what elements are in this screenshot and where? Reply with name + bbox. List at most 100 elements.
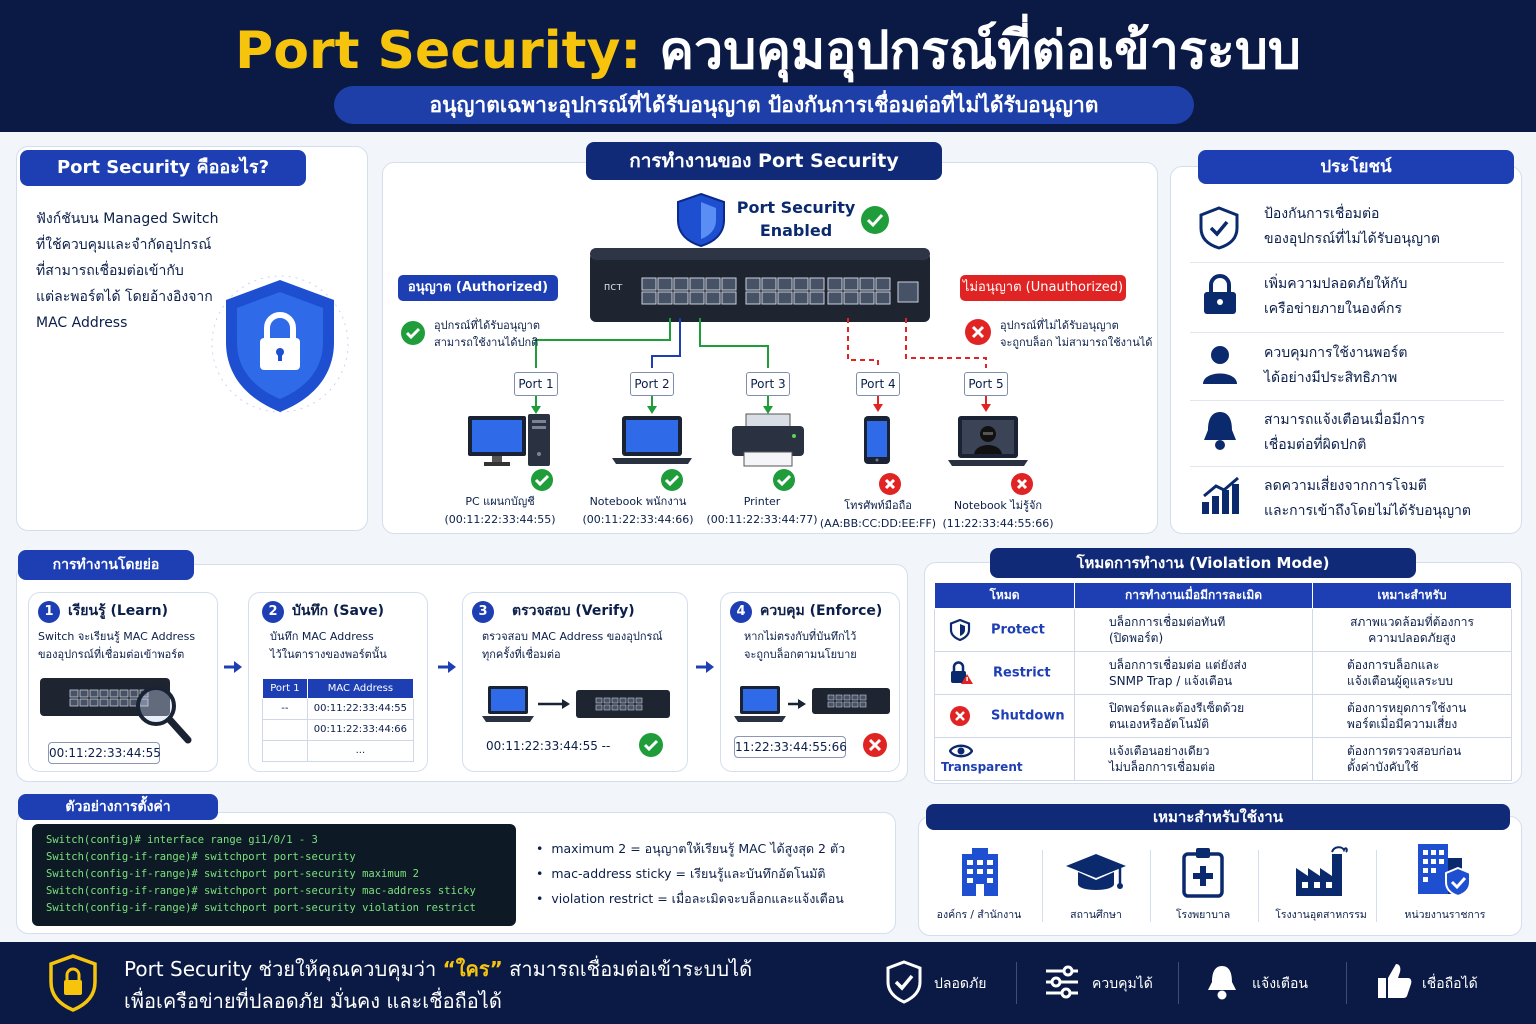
divider xyxy=(1042,850,1043,922)
printer-icon xyxy=(732,413,804,467)
benefit-line: สามารถแจ้งเตือนเมื่อมีการ xyxy=(1264,412,1425,428)
benefit-line: ลดความเสี่ยงจากการโจมตี xyxy=(1264,478,1427,494)
device-mac: (11:22:33:44:55:66) xyxy=(942,517,1054,530)
mode-cell: Restrict xyxy=(934,651,1075,695)
config-terminal: Switch(config)# interface range gi1/0/1 … xyxy=(32,824,516,926)
desc-line: ฟังก์ชันบน Managed Switch xyxy=(36,211,219,227)
unauthorized-description: อุปกรณ์ที่ไม่ได้รับอนุญาต จะถูกบล็อก ไม่… xyxy=(1000,317,1160,351)
step-line: ของอุปกรณ์ที่เชื่อมต่อเข้าพอร์ต xyxy=(38,648,185,661)
port-4-label: Port 4 xyxy=(856,372,900,396)
benefit-item: ลดความเสี่ยงจากการโจมตีและการเข้าถึงโดยไ… xyxy=(1264,474,1471,524)
fit-line: พอร์ตเมื่อมีความเสี่ยง xyxy=(1347,717,1458,731)
benefit-line: ควบคุมการใช้งานพอร์ต xyxy=(1264,345,1408,361)
shield-check-icon xyxy=(886,960,922,1004)
divider xyxy=(1150,850,1151,922)
device-4-label: โทรศัพท์มือถือ(AA:BB:CC:DD:EE:FF) xyxy=(818,498,938,531)
benefit-line: เชื่อมต่อที่ผิดปกติ xyxy=(1264,437,1367,453)
what-is-title: Port Security คืออะไร? xyxy=(20,150,306,186)
mode-name: Shutdown xyxy=(991,708,1065,724)
footer-line-1: Port Security ช่วยให้คุณควบคุมว่า “ใคร” … xyxy=(124,954,752,985)
mode-name: Transparent xyxy=(941,760,1023,775)
desc-line: แต่ละพอร์ตได้ โดยอ้างอิงจาก xyxy=(36,289,213,305)
table-header: การทำงานเมื่อมีการละเมิด xyxy=(1074,582,1313,609)
device-name: Notebook พนักงาน xyxy=(589,495,687,508)
footer-line-2: เพื่อเครือข่ายที่ปลอดภัย มั่นคง และเชื่อ… xyxy=(124,989,502,1013)
step-line: จะถูกบล็อกตามนโยบาย xyxy=(744,648,857,661)
x-icon xyxy=(879,473,901,495)
device-name: โทรศัพท์มือถือ xyxy=(844,499,912,512)
config-title: ตัวอย่างการตั้งค่า xyxy=(18,794,218,820)
device-1-label: PC แผนกบัญชี(00:11:22:33:44:55) xyxy=(440,494,560,527)
device-2-label: Notebook พนักงาน(00:11:22:33:44:66) xyxy=(578,494,698,527)
x-icon xyxy=(1011,473,1033,495)
benefit-item: เพิ่มความปลอดภัยให้กับเครือข่ายภายในองค์… xyxy=(1264,272,1407,322)
mac-table-header: Port 1 xyxy=(262,678,308,699)
steps-title: การทำงานโดยย่อ xyxy=(18,550,194,580)
table-header: เหมาะสำหรับ xyxy=(1312,582,1512,609)
authorized-description: อุปกรณ์ที่ได้รับอนุญาต สามารถใช้งานได้ปก… xyxy=(434,317,594,351)
footer-item-label: แจ้งเตือน xyxy=(1252,976,1308,992)
device-mac: (00:11:22:33:44:55) xyxy=(444,513,556,526)
benefit-line: ได้อย่างมีประสิทธิภาพ xyxy=(1264,370,1398,386)
divider xyxy=(1190,400,1504,401)
fit-line: แจ้งเตือนผู้ดูแลระบบ xyxy=(1347,674,1453,688)
action-line: (ปิดพอร์ต) xyxy=(1109,631,1164,645)
title-th: ควบคุมอุปกรณ์ที่ต่อเข้าระบบ xyxy=(659,21,1301,81)
divider xyxy=(1016,962,1017,1004)
config-note: • violation restrict = เมื่อละเมิดจะบล็อ… xyxy=(536,891,844,906)
fit-line: ต้องการบล็อกและ xyxy=(1347,658,1440,672)
unauthorized-tag: ไม่อนุญาต (Unauthorized) xyxy=(960,275,1126,301)
note-text: violation restrict = เมื่อละเมิดจะบล็อกแ… xyxy=(551,891,844,906)
config-notes: • maximum 2 = อนุญาตให้เรียนรู้ MAC ได้ส… xyxy=(536,836,886,911)
blocked-mac: 11:22:33:44:55:66 xyxy=(734,736,847,758)
fit-cell: ต้องการหยุดการใช้งานพอร์ตเมื่อมีความเสี่… xyxy=(1312,694,1512,738)
status-line2: Enabled xyxy=(759,221,833,240)
title-en: Port Security: xyxy=(235,21,642,81)
check-icon xyxy=(773,469,795,491)
fit-cell: ต้องการบล็อกและแจ้งเตือนผู้ดูแลระบบ xyxy=(1312,651,1512,695)
check-icon xyxy=(639,733,663,757)
arrow-right-icon xyxy=(224,661,242,673)
header-banner: Port Security: ควบคุมอุปกรณ์ที่ต่อเข้าระ… xyxy=(0,0,1536,132)
action-cell: แจ้งเตือนอย่างเดียวไม่บล็อกการเชื่อมต่อ xyxy=(1074,737,1313,781)
check-icon xyxy=(661,469,683,491)
action-line: ไม่บล็อกการเชื่อมต่อ xyxy=(1109,760,1216,774)
benefit-line: และการเข้าถึงโดยไม่ได้รับอนุญาต xyxy=(1264,503,1471,519)
code-line: Switch(config-if-range)# switchport port… xyxy=(46,851,356,863)
benefit-line: เพิ่มความปลอดภัยให้กับ xyxy=(1264,276,1408,292)
benefits-title: ประโยชน์ xyxy=(1198,150,1514,184)
fit-line: ต้องการตรวจสอบก่อน xyxy=(1347,744,1462,758)
mode-name: Protect xyxy=(991,622,1045,638)
action-line: SNMP Trap / แจ้งเตือน xyxy=(1109,674,1233,688)
footer-highlight: “ใคร” xyxy=(442,957,503,981)
step-number: 4 xyxy=(730,601,752,623)
auth-desc-1: อุปกรณ์ที่ได้รับอนุญาต xyxy=(434,319,540,332)
action-line: แจ้งเตือนอย่างเดียว xyxy=(1109,744,1210,758)
arrow-right-icon xyxy=(696,661,714,673)
fit-line: ต้องการหยุดการใช้งาน xyxy=(1347,701,1467,715)
page-subtitle: อนุญาตเฉพาะอุปกรณ์ที่ได้รับอนุญาต ป้องกั… xyxy=(334,86,1194,124)
port-3-label: Port 3 xyxy=(746,372,790,396)
mac-table-cell xyxy=(262,719,308,741)
device-3-label: Printer(00:11:22:33:44:77) xyxy=(702,494,822,527)
footer-banner: Port Security ช่วยให้คุณควบคุมว่า “ใคร” … xyxy=(0,942,1536,1024)
fit-cell: ต้องการตรวจสอบก่อนตั้งค่าบังคับใช้ xyxy=(1312,737,1512,781)
shield-lock-icon xyxy=(211,275,349,413)
government-building-icon xyxy=(1418,844,1471,898)
benefit-line: ป้องกันการเชื่อมต่อ xyxy=(1264,206,1380,222)
fit-line: ความปลอดภัยสูง xyxy=(1368,631,1456,645)
sliders-icon xyxy=(1046,965,1078,999)
step-line: ตรวจสอบ MAC Address ของอุปกรณ์ xyxy=(482,630,663,643)
how-it-works-title: การทำงานของ Port Security xyxy=(586,142,942,180)
laptop-to-switch-icon xyxy=(482,686,670,722)
bell-icon xyxy=(1204,412,1236,450)
fit-line: สภาพแวดล้อมที่ต้องการ xyxy=(1350,615,1474,629)
laptop-icon xyxy=(612,416,692,464)
mode-cell: Protect xyxy=(934,608,1075,652)
